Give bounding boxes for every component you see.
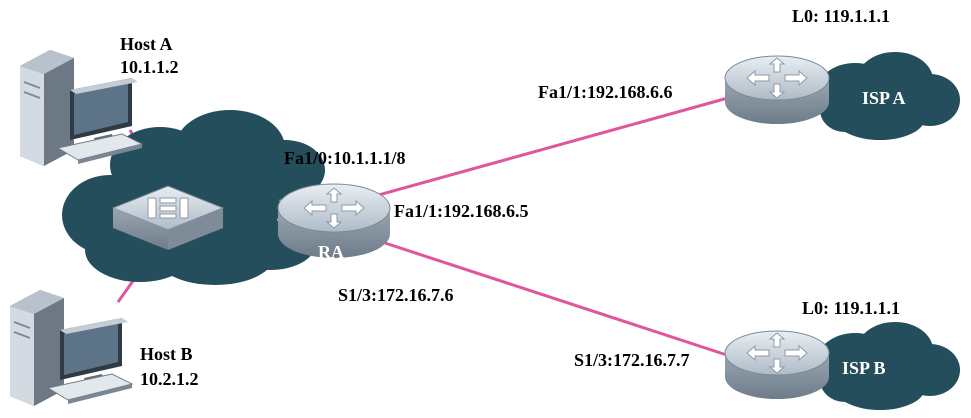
isp-b-loopback-label: L0: 119.1.1.1 (802, 298, 900, 318)
link-ra-isp-a (375, 96, 735, 196)
host-b-name: Host B (140, 344, 193, 364)
host-b-computer[interactable] (10, 290, 132, 406)
isp-a-fa11-label: Fa1/1:192.168.6.6 (538, 82, 673, 102)
host-b-ip: 10.2.1.2 (140, 369, 199, 389)
isp-b-label: ISP B (842, 358, 886, 378)
ra-fa11-label: Fa1/1:192.168.6.5 (394, 201, 529, 221)
isp-b-s13-label: S1/3:172.16.7.7 (574, 350, 690, 370)
router-isp-a[interactable] (725, 56, 829, 124)
router-isp-b[interactable] (725, 331, 829, 399)
isp-a-loopback-label: L0: 119.1.1.1 (792, 6, 890, 26)
isp-b-cloud (815, 322, 960, 410)
desktop-computer-icon (10, 290, 132, 406)
ra-fa10-label: Fa1/0:10.1.1.1/8 (284, 148, 406, 168)
ra-s13-label: S1/3:172.16.7.6 (338, 285, 454, 305)
host-a-name: Host A (120, 34, 173, 54)
isp-a-label: ISP A (862, 88, 906, 108)
router-ra-label: RA (318, 242, 344, 262)
host-a-ip: 10.1.1.2 (120, 57, 179, 77)
